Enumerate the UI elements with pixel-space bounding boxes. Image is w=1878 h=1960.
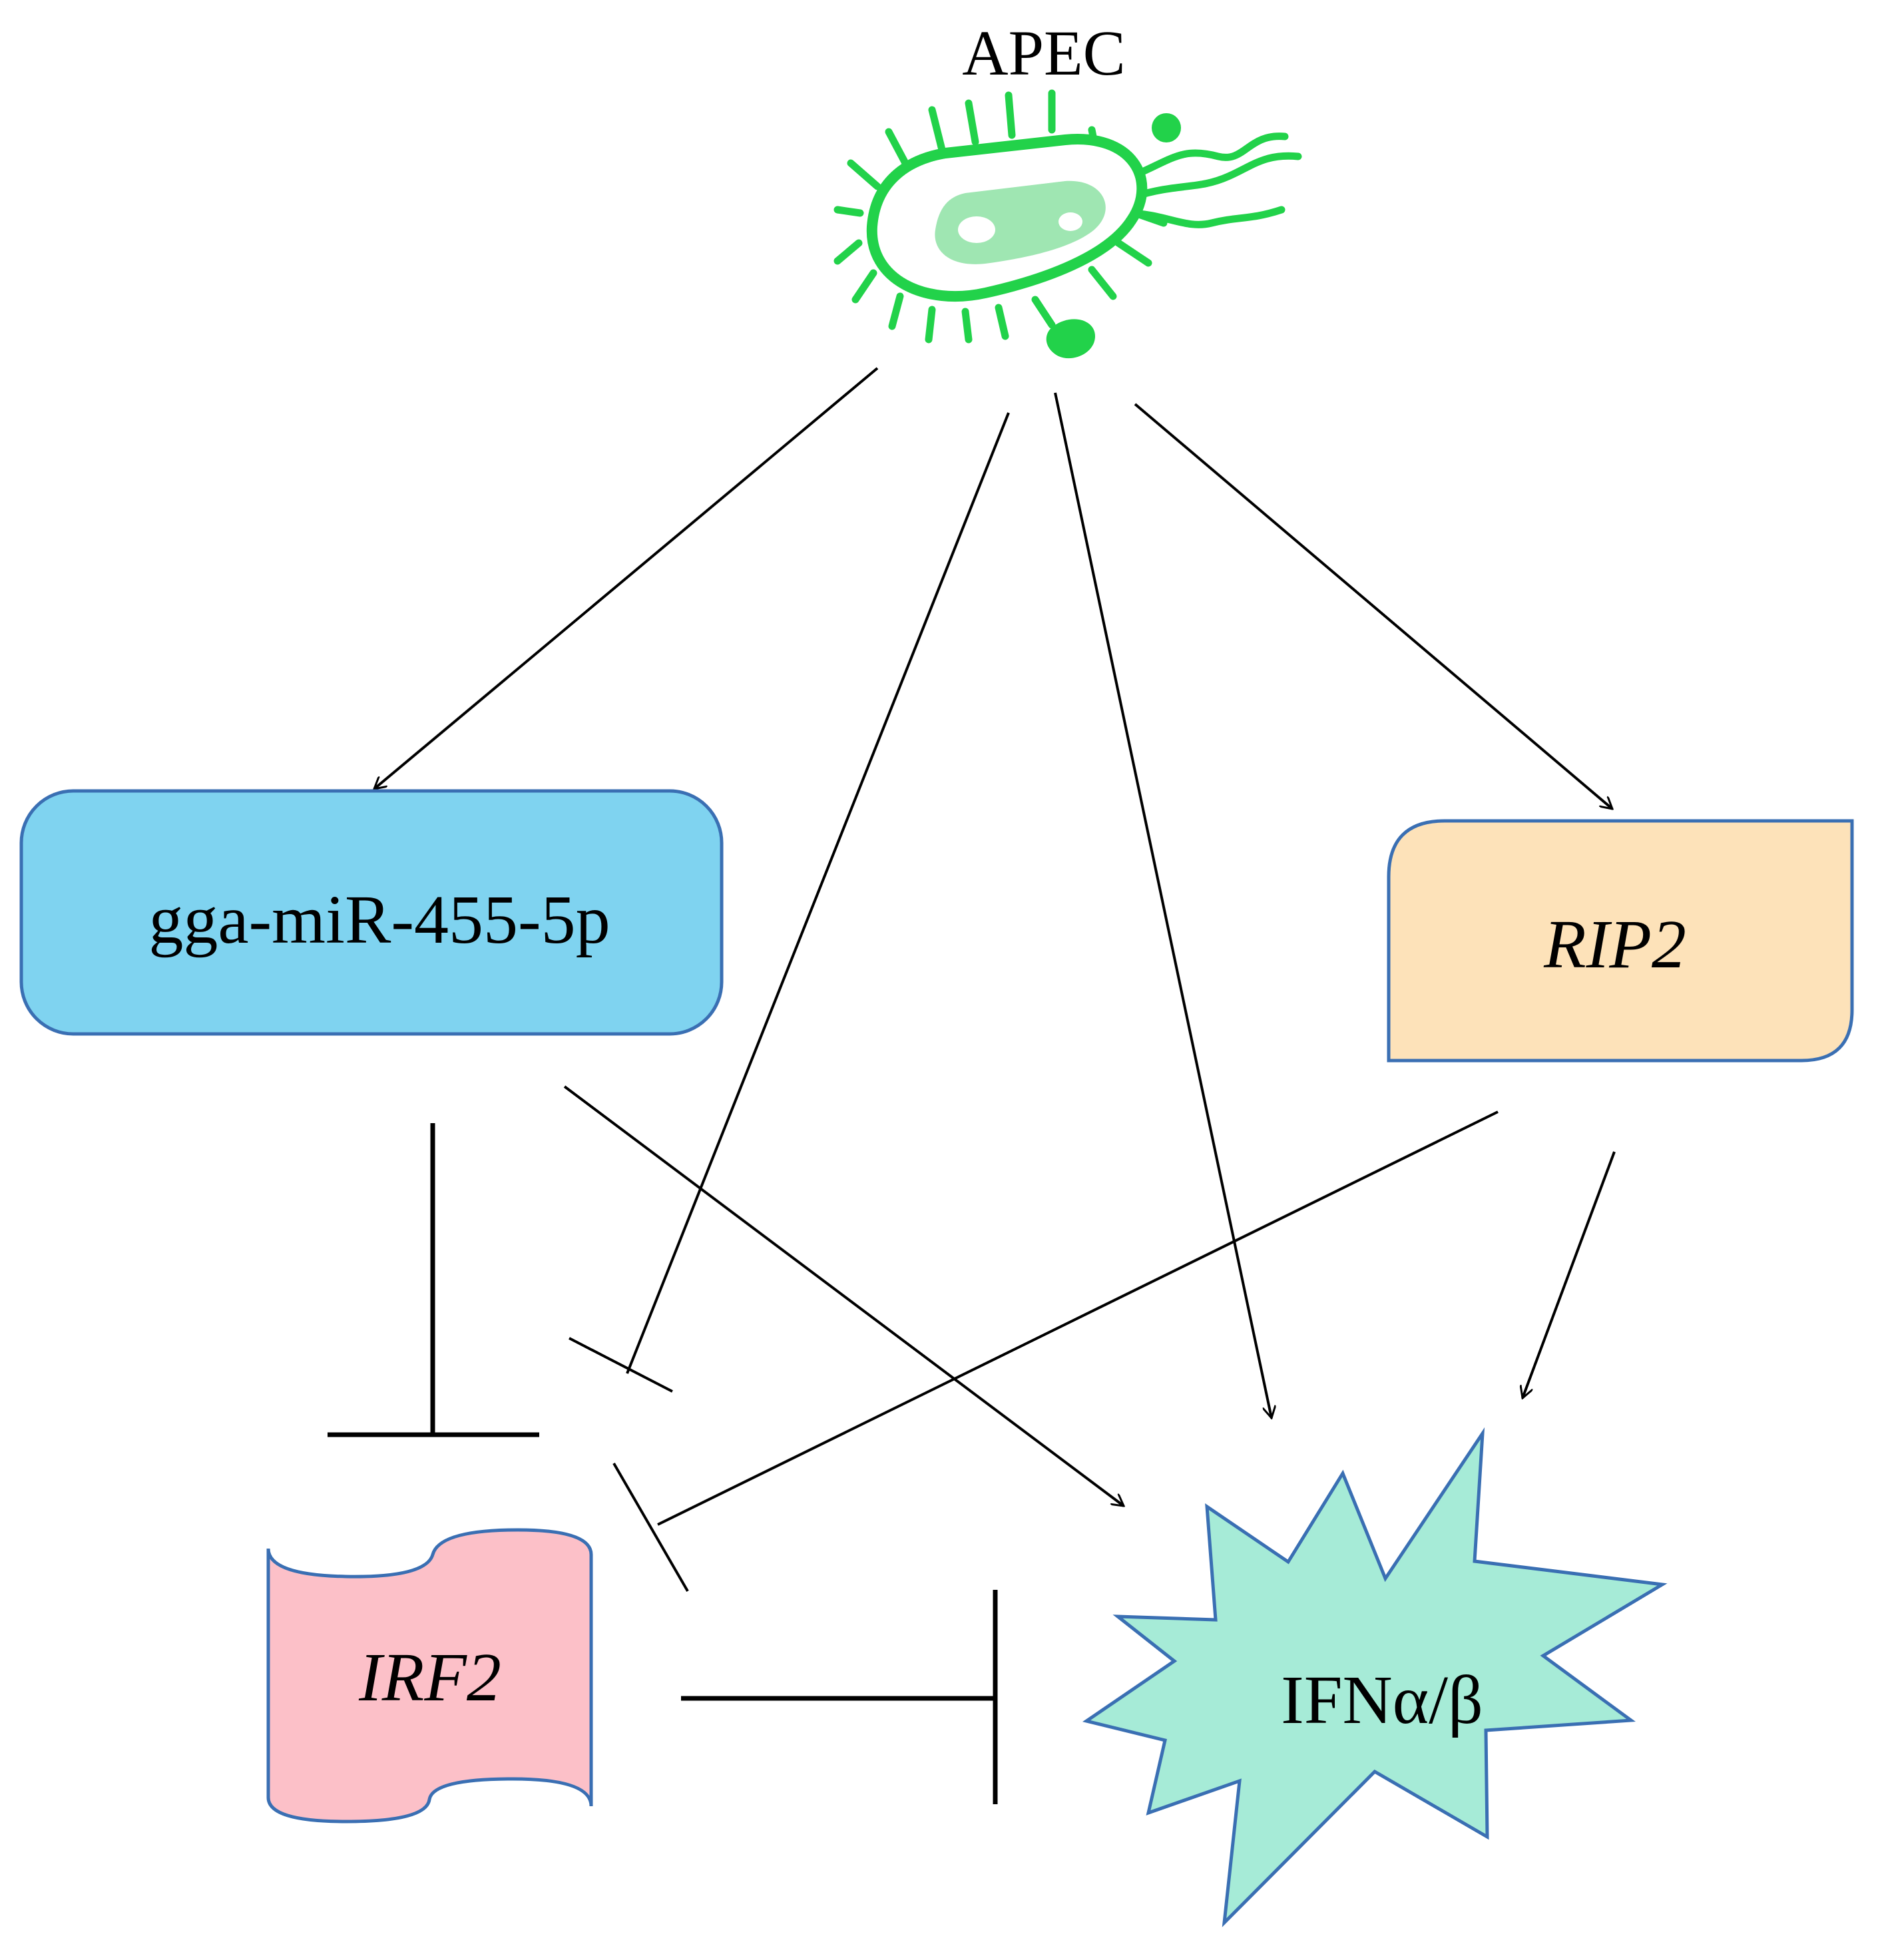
edge-rip2-to-ifn [1523, 1151, 1616, 1398]
edge-apec-to-rip2 [1134, 403, 1612, 809]
node-mirna: gga-miR-455-5p [19, 789, 724, 1036]
edge-apec-irf2-bar [569, 1337, 673, 1393]
bacterium-icon [833, 89, 1302, 359]
apec-title: APEC [962, 17, 1125, 89]
edge-rip2-inhibits-irf2 [657, 1110, 1499, 1526]
edge-apec-to-mirna [374, 367, 879, 789]
edge-apec-inhibits-irf2 [626, 412, 1010, 1374]
irf2-label: IRF2 [358, 1639, 501, 1716]
ifn-label: IFNα/β [1281, 1662, 1483, 1738]
node-irf2: IRF2 [266, 1528, 593, 1824]
rip2-label: RIP2 [1543, 906, 1686, 983]
node-rip2: RIP2 [1387, 819, 1854, 1063]
node-ifn: IFNα/β [1082, 1427, 1668, 1927]
edge-mirna-to-ifn [563, 1085, 1124, 1506]
edge-rip2-irf2-bar [612, 1462, 689, 1592]
edge-apec-to-ifn [1054, 392, 1272, 1418]
mirna-label: gga-miR-455-5p [148, 881, 610, 958]
